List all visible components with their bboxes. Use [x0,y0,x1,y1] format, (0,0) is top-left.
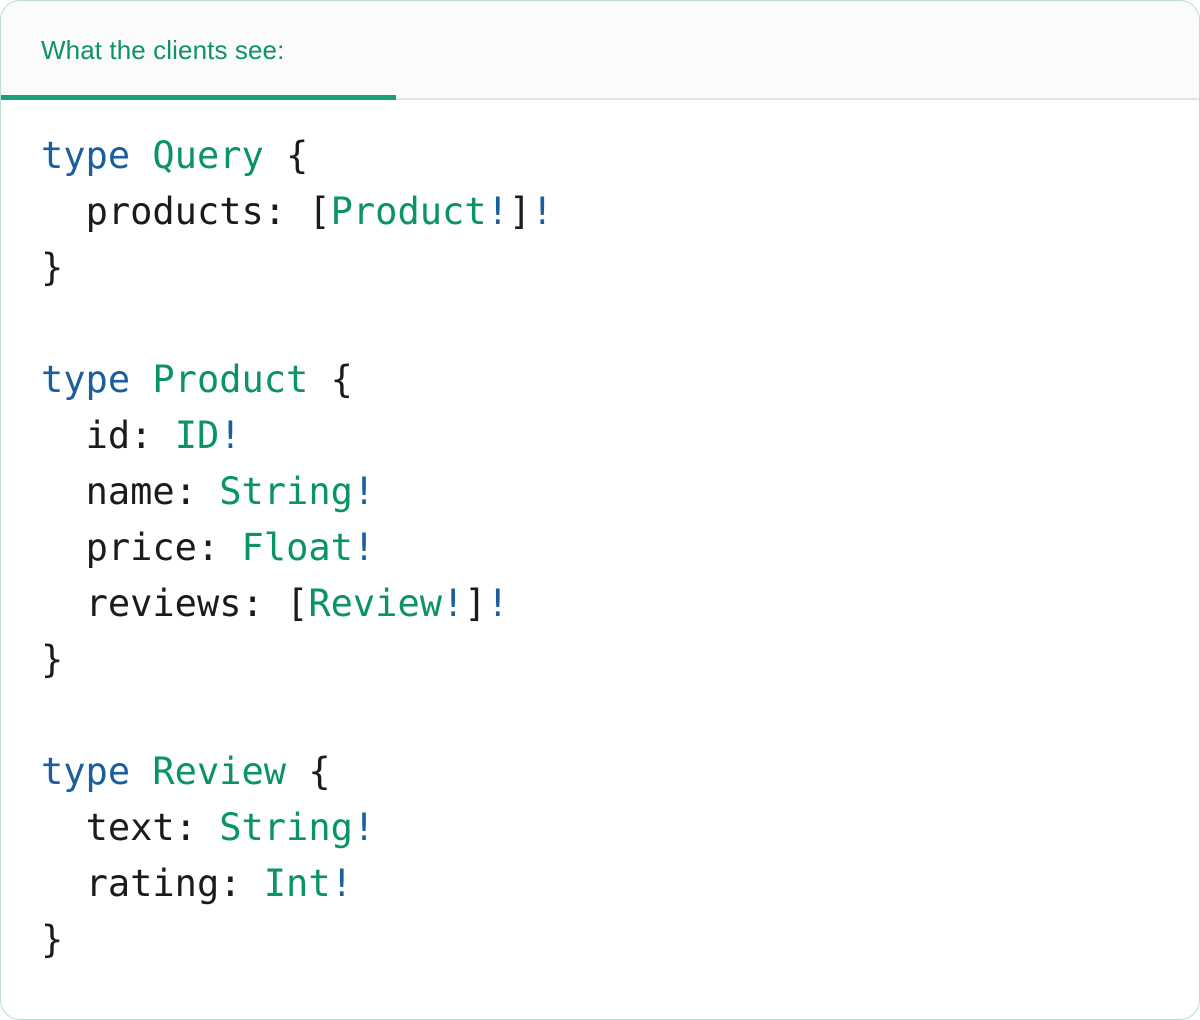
code-token-typename: String [219,806,353,849]
code-token-punct: : [174,806,220,849]
code-line: } [41,912,1199,968]
code-token-typename: ID [174,414,220,457]
graphql-schema-code: type Query { products: [Product!]!} type… [41,128,1199,968]
code-token-bang: ! [531,190,554,233]
code-token-punct: { [308,358,353,401]
code-token-punct [41,470,86,513]
code-line: rating: Int! [41,856,1199,912]
code-line: name: String! [41,464,1199,520]
code-token-punct: } [41,246,64,289]
code-line: text: String! [41,800,1199,856]
code-token-punct [130,134,152,177]
code-token-field: reviews [85,582,242,625]
code-token-punct: ] [464,582,487,625]
code-area: type Query { products: [Product!]!} type… [1,100,1199,968]
code-token-punct: { [286,750,331,793]
code-token-punct: [ [286,582,309,625]
code-token-punct: { [263,134,309,177]
code-token-punct: ] [508,190,532,233]
tab-label: What the clients see: [41,35,285,65]
code-line [41,296,1199,352]
code-line: type Query { [41,128,1199,184]
code-token-punct: : [130,414,175,457]
code-line: products: [Product!]! [41,184,1199,240]
code-token-punct [41,526,86,569]
code-token-punct: } [41,918,64,961]
code-token-typename: Review [308,582,442,625]
code-line: type Review { [41,744,1199,800]
code-token-bang: ! [486,582,509,625]
code-token-keyword: type [41,134,131,177]
code-token-punct: : [263,190,309,233]
code-line: } [41,632,1199,688]
tab-strip: What the clients see: [1,1,1199,100]
code-token-bang: ! [352,526,376,569]
code-token-field: price [85,526,197,569]
code-token-keyword: type [41,358,131,401]
code-token-bang: ! [352,806,376,849]
code-token-punct [130,358,152,401]
code-token-field: rating [85,862,220,905]
code-token-typename: Query [152,134,264,177]
code-token-punct: : [219,862,264,905]
code-token-typename: Product [152,358,309,401]
code-token-field: name [85,470,175,513]
code-token-punct: : [241,582,287,625]
code-token-bang: ! [442,582,465,625]
code-token-punct: } [41,638,64,681]
code-token-typename: Float [241,526,353,569]
code-line: price: Float! [41,520,1199,576]
code-token-bang: ! [486,190,509,233]
active-tab-indicator [1,95,396,100]
code-line: type Product { [41,352,1199,408]
code-token-punct [41,190,86,233]
code-token-punct [130,750,152,793]
code-token-typename: Review [152,750,287,793]
code-token-punct [41,862,86,905]
code-token-field: text [85,806,175,849]
code-line: } [41,240,1199,296]
code-token-keyword: type [41,750,131,793]
code-token-field: id [85,414,131,457]
code-line [41,688,1199,744]
code-token-punct [41,582,86,625]
code-token-bang: ! [330,862,353,905]
code-token-punct: : [196,526,242,569]
code-token-punct [41,414,86,457]
code-token-punct: : [174,470,220,513]
code-token-bang: ! [352,470,376,513]
code-token-typename: Int [263,862,331,905]
code-token-typename: String [219,470,353,513]
tab-what-the-clients-see[interactable]: What the clients see: [1,1,396,100]
code-token-bang: ! [219,414,242,457]
code-line: reviews: [Review!]! [41,576,1199,632]
code-line: id: ID! [41,408,1199,464]
code-token-punct [41,806,86,849]
code-token-field: products [85,190,264,233]
code-token-typename: Product [330,190,487,233]
code-token-punct: [ [308,190,331,233]
